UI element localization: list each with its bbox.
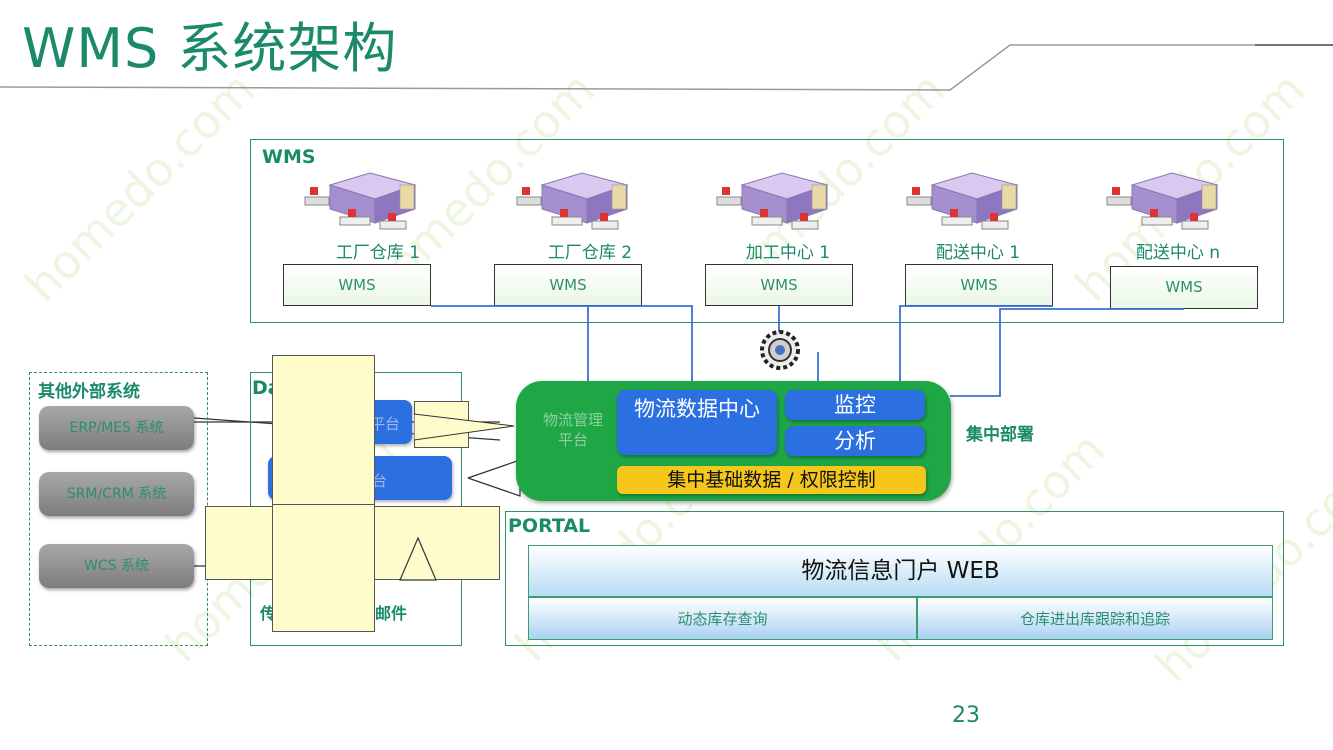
- page-number: 23: [952, 703, 980, 728]
- erp-mes-system: ERP/MES 系统: [39, 406, 194, 450]
- wcs-system: WCS 系统: [39, 544, 194, 588]
- data-platform-label-2: 台: [372, 472, 388, 490]
- external-systems-title: 其他外部系统: [38, 382, 140, 402]
- page-title: WMS 系统架构: [22, 17, 398, 80]
- wms-panel-title: WMS: [262, 146, 316, 168]
- analysis-box: 分析: [785, 426, 925, 456]
- monitor-box: 监控: [785, 390, 925, 420]
- site-label: 加工中心 1: [745, 243, 831, 263]
- deploy-label: 集中部署: [966, 425, 1034, 445]
- wms-panel: [250, 139, 1284, 323]
- wms-box: WMS: [283, 264, 431, 306]
- data-panel-bottom-right: 邮件: [375, 604, 408, 623]
- header-divider: [0, 44, 1333, 91]
- site-label: 工厂仓库 2: [547, 243, 633, 263]
- portal-web-header: 物流信息门户 WEB: [528, 545, 1273, 597]
- overlay-rect: [272, 504, 375, 632]
- wms-box: WMS: [1110, 266, 1258, 309]
- platform-label: 物流管理平台: [543, 411, 604, 449]
- arrow-shape: [414, 413, 515, 441]
- overlay-rect: [272, 355, 375, 510]
- wms-box: WMS: [705, 264, 853, 306]
- inventory-query: 动态库存查询: [528, 597, 917, 640]
- gear-icon: [760, 330, 800, 370]
- site-label: 配送中心 n: [1135, 243, 1221, 263]
- base-data-bar: 集中基础数据 / 权限控制: [617, 466, 926, 494]
- site-label: 工厂仓库 1: [335, 243, 421, 263]
- portal-title: PORTAL: [508, 515, 591, 537]
- site-label: 配送中心 1: [935, 243, 1021, 263]
- wms-box: WMS: [905, 264, 1053, 306]
- srm-crm-system: SRM/CRM 系统: [39, 472, 194, 516]
- portal-panel: [505, 511, 1284, 646]
- warehouse-tracking: 仓库进出库跟踪和追踪: [917, 597, 1273, 640]
- data-center-box: 物流数据中心: [617, 390, 777, 455]
- data-platform-label: 平台: [370, 415, 401, 433]
- triangle-shape: [399, 536, 437, 581]
